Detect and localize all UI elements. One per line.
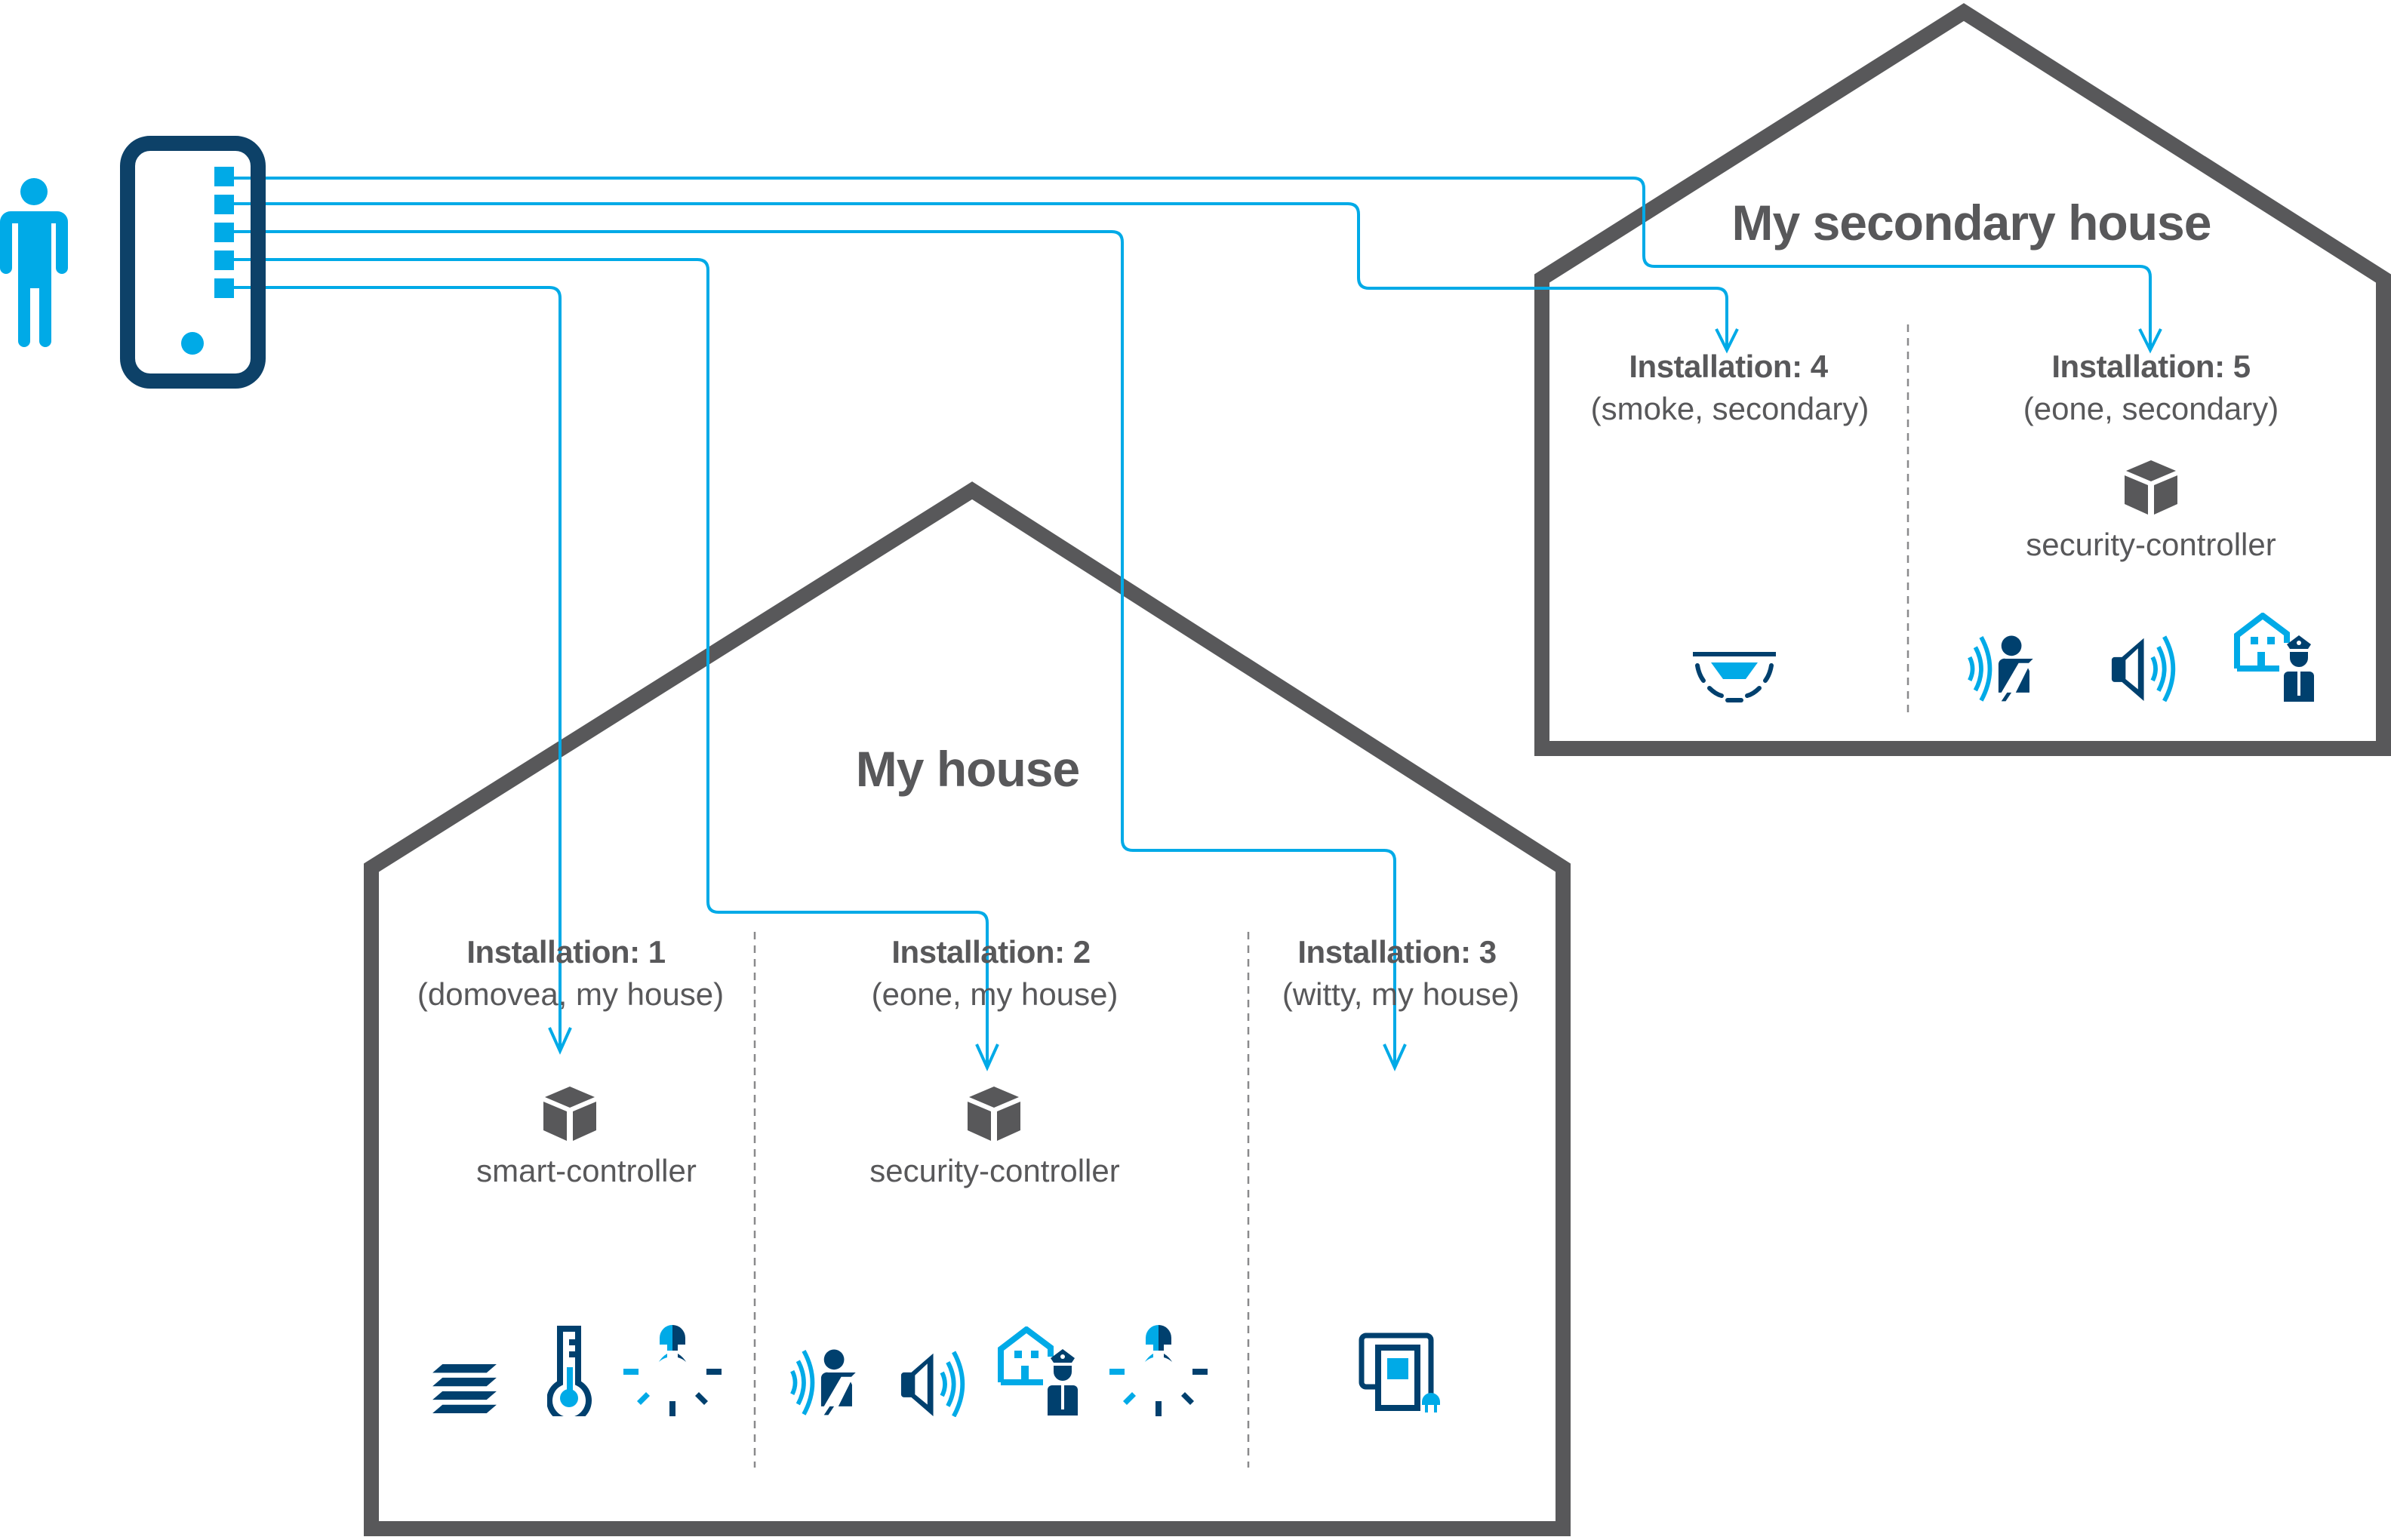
installation-subtitle: (smoke, secondary) xyxy=(1591,391,1869,426)
installation-4[interactable]: Installation: 4 (smoke, secondary) xyxy=(1591,349,1869,700)
installation-title: Installation: 3 xyxy=(1297,934,1496,970)
mobile-device-icon[interactable] xyxy=(120,136,266,389)
installation-subtitle: (domovea, my house) xyxy=(417,976,724,1012)
home-button[interactable] xyxy=(181,332,204,355)
my-house: My house xyxy=(364,481,1571,1536)
arrow-head xyxy=(1715,328,1739,354)
port-5[interactable] xyxy=(214,278,234,298)
connector-port-4 xyxy=(234,258,989,1066)
connector-port-2 xyxy=(234,202,1728,349)
port-3[interactable] xyxy=(214,223,234,242)
connector-port-1 xyxy=(234,177,2152,349)
port-4[interactable] xyxy=(214,251,234,270)
controller-label: smart-controller xyxy=(476,1153,697,1188)
my-house-outline xyxy=(364,481,1571,1536)
connector-port-3 xyxy=(234,230,1396,1066)
port-2[interactable] xyxy=(214,195,234,214)
house-title: My house xyxy=(856,741,1079,797)
installation-1[interactable]: Installation: 1 (domovea, my house) smar… xyxy=(417,934,724,1420)
installation-subtitle: (eone, secondary) xyxy=(2023,391,2279,426)
installation-title: Installation: 1 xyxy=(466,934,665,970)
arrow-head xyxy=(975,1044,999,1071)
installation-3[interactable]: Installation: 3 (witty, my house) xyxy=(1282,934,1519,1412)
installation-title: Installation: 5 xyxy=(2051,349,2250,384)
installation-2[interactable]: Installation: 2 (eone, my house) securit… xyxy=(792,934,1208,1416)
house-title: My secondary house xyxy=(1732,195,2211,251)
arrow-head xyxy=(548,1027,572,1055)
arrow-head xyxy=(2138,328,2162,354)
installation-title: Installation: 2 xyxy=(891,934,1090,970)
installation-title: Installation: 4 xyxy=(1629,349,1828,384)
installation-subtitle: (witty, my house) xyxy=(1282,976,1519,1012)
person-icon xyxy=(0,178,68,347)
connections xyxy=(234,177,2162,1071)
arrow-head xyxy=(1383,1044,1407,1071)
installation-5[interactable]: Installation: 5 (eone, secondary) securi… xyxy=(1970,349,2314,702)
controller-label: security-controller xyxy=(2026,527,2276,562)
secondary-house: My secondary house xyxy=(1534,3,2391,756)
controller-label: security-controller xyxy=(869,1153,1119,1188)
port-1[interactable] xyxy=(214,167,234,186)
secondary-house-outline xyxy=(1534,3,2391,756)
installation-subtitle: (eone, my house) xyxy=(872,976,1119,1012)
connector-port-5 xyxy=(234,286,562,1050)
